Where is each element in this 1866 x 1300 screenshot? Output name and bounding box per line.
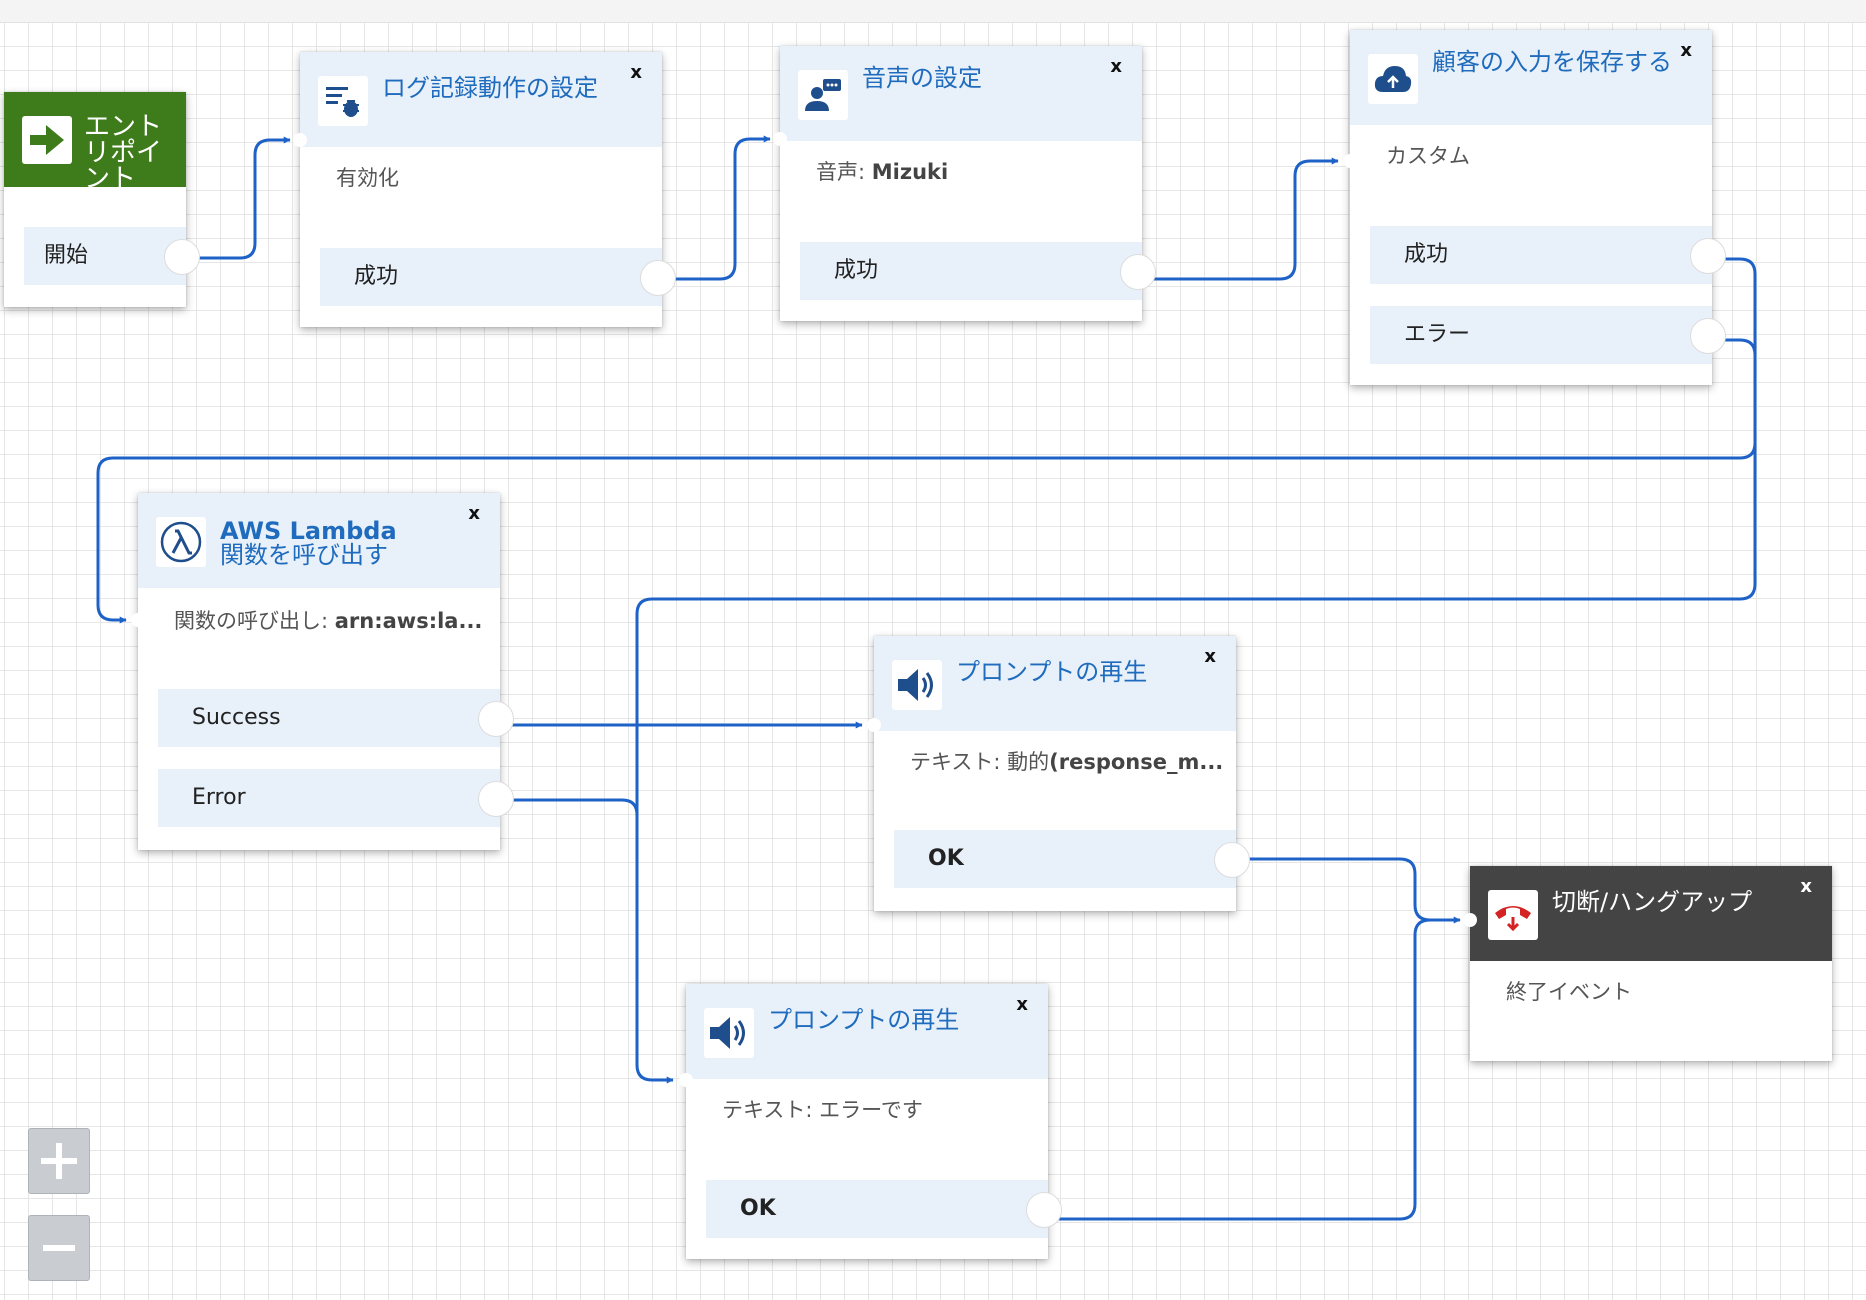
branch-success[interactable]: Success bbox=[158, 689, 514, 747]
block-title-line1: AWS Lambda bbox=[220, 517, 397, 545]
invoke-lambda-block[interactable]: AWS Lambda 関数を呼び出す x 関数の呼び出し: arn:aws:la… bbox=[131, 493, 514, 850]
wire-prompt-error-to-disconnect bbox=[1045, 918, 1431, 1221]
desc-label: 関数の呼び出し: bbox=[174, 609, 329, 633]
speaker-icon bbox=[892, 660, 942, 710]
output-port[interactable] bbox=[1690, 238, 1726, 274]
output-port[interactable] bbox=[164, 239, 200, 275]
block-title: プロンプトの再生 bbox=[956, 658, 1148, 686]
branch-success[interactable]: 成功 bbox=[800, 242, 1156, 300]
branch-error-label: Error bbox=[192, 785, 246, 810]
branch-start-label: 開始 bbox=[44, 243, 89, 268]
output-port[interactable] bbox=[1120, 254, 1156, 290]
branch-ok-label: OK bbox=[740, 1196, 776, 1221]
block-title: ログ記録動作の設定 bbox=[382, 74, 598, 102]
play-prompt-error-block[interactable]: プロンプトの再生 x テキスト: エラーです OK bbox=[679, 984, 1062, 1259]
entry-arrow-icon bbox=[22, 116, 72, 164]
block-description: テキスト: 動的(response_m... bbox=[910, 746, 1223, 776]
input-port[interactable] bbox=[773, 132, 787, 146]
branch-success-label: 成功 bbox=[834, 258, 879, 283]
phone-hangup-icon bbox=[1488, 890, 1538, 940]
branch-ok[interactable]: OK bbox=[706, 1180, 1062, 1238]
set-voice-block[interactable]: 音声の設定 x 音声: Mizuki 成功 bbox=[773, 46, 1156, 321]
block-description: カスタム bbox=[1386, 144, 1470, 168]
desc-value: arn:aws:la... bbox=[334, 609, 483, 633]
wire-store-error-to-prompt-error bbox=[635, 338, 1757, 1084]
branch-success-label: Success bbox=[192, 705, 281, 730]
desc-label: テキスト: 動的 bbox=[910, 750, 1050, 774]
output-port[interactable] bbox=[478, 701, 514, 737]
branch-success-label: 成功 bbox=[1404, 242, 1449, 267]
branch-success[interactable]: 成功 bbox=[320, 248, 676, 306]
play-prompt-success-block[interactable]: プロンプトの再生 x テキスト: 動的(response_m... OK bbox=[867, 636, 1250, 911]
close-button[interactable]: x bbox=[1110, 56, 1122, 77]
entry-point-title: エントリポイント bbox=[84, 112, 163, 187]
block-title: 顧客の入力を保存する bbox=[1432, 48, 1672, 76]
branch-ok[interactable]: OK bbox=[894, 830, 1250, 888]
canvas-top-bar bbox=[0, 0, 1866, 23]
input-port[interactable] bbox=[679, 1073, 693, 1087]
branch-ok-label: OK bbox=[928, 846, 964, 871]
zoom-out-button[interactable] bbox=[28, 1215, 90, 1281]
branch-success-label: 成功 bbox=[354, 264, 399, 289]
desc-label: 音声: bbox=[816, 160, 866, 184]
wire-voice-to-store bbox=[1140, 157, 1339, 281]
entry-point-block[interactable]: エントリポイント 開始 bbox=[4, 92, 200, 307]
close-button[interactable]: x bbox=[630, 62, 642, 83]
close-button[interactable]: x bbox=[1800, 876, 1812, 897]
disconnect-block[interactable]: 切断/ハングアップ x 終了イベント bbox=[1463, 866, 1832, 1061]
input-port[interactable] bbox=[1463, 913, 1477, 927]
wire-logging-to-voice bbox=[660, 135, 771, 281]
wire-store-success-to-lambda bbox=[96, 257, 1757, 624]
close-button[interactable]: x bbox=[1204, 646, 1216, 667]
wire-lambda-error-to-prompt-error bbox=[496, 798, 639, 816]
set-logging-block[interactable]: ログ記録動作の設定 x 有効化 成功 bbox=[293, 52, 676, 327]
plus-icon bbox=[41, 1143, 77, 1179]
close-button[interactable]: x bbox=[468, 503, 480, 524]
close-button[interactable]: x bbox=[1016, 994, 1028, 1015]
output-port[interactable] bbox=[1214, 842, 1250, 878]
output-port[interactable] bbox=[1026, 1192, 1062, 1228]
block-title: 音声の設定 bbox=[862, 64, 982, 92]
input-port[interactable] bbox=[867, 718, 881, 732]
block-description: 音声: Mizuki bbox=[816, 156, 948, 186]
output-port[interactable] bbox=[1690, 318, 1726, 354]
desc-value: Mizuki bbox=[871, 160, 949, 184]
block-description: 終了イベント bbox=[1506, 980, 1632, 1004]
logging-bug-icon bbox=[318, 76, 368, 126]
voice-person-icon bbox=[798, 70, 848, 120]
block-description: テキスト: エラーです bbox=[722, 1098, 923, 1122]
speaker-icon bbox=[704, 1008, 754, 1058]
branch-error-label: エラー bbox=[1404, 322, 1471, 347]
output-port[interactable] bbox=[478, 781, 514, 817]
block-title-line2: 関数を呼び出す bbox=[220, 541, 388, 569]
wire-prompt-success-to-disconnect bbox=[1232, 857, 1461, 924]
branch-error[interactable]: Error bbox=[158, 769, 514, 827]
store-customer-input-block[interactable]: 顧客の入力を保存する x カスタム 成功 エラー bbox=[1343, 30, 1726, 385]
block-title: プロンプトの再生 bbox=[768, 1006, 960, 1034]
block-title: AWS Lambda 関数を呼び出す bbox=[220, 519, 460, 567]
block-description: 有効化 bbox=[336, 166, 399, 190]
lambda-icon bbox=[156, 517, 206, 567]
block-title: 切断/ハングアップ bbox=[1552, 888, 1753, 916]
input-port[interactable] bbox=[1343, 154, 1357, 168]
minus-icon bbox=[43, 1245, 75, 1251]
cloud-upload-icon bbox=[1368, 54, 1418, 104]
input-port[interactable] bbox=[131, 613, 145, 627]
wire-entry-to-logging bbox=[182, 136, 291, 260]
branch-success[interactable]: 成功 bbox=[1370, 226, 1726, 284]
branch-start[interactable]: 開始 bbox=[24, 227, 200, 285]
branch-error[interactable]: エラー bbox=[1370, 306, 1726, 364]
block-description: 関数の呼び出し: arn:aws:la... bbox=[174, 605, 482, 635]
close-button[interactable]: x bbox=[1680, 40, 1692, 61]
output-port[interactable] bbox=[640, 260, 676, 296]
entry-point-header: エントリポイント bbox=[4, 92, 186, 187]
input-port[interactable] bbox=[293, 133, 307, 147]
desc-value: (response_m... bbox=[1049, 750, 1224, 774]
zoom-in-button[interactable] bbox=[28, 1128, 90, 1194]
